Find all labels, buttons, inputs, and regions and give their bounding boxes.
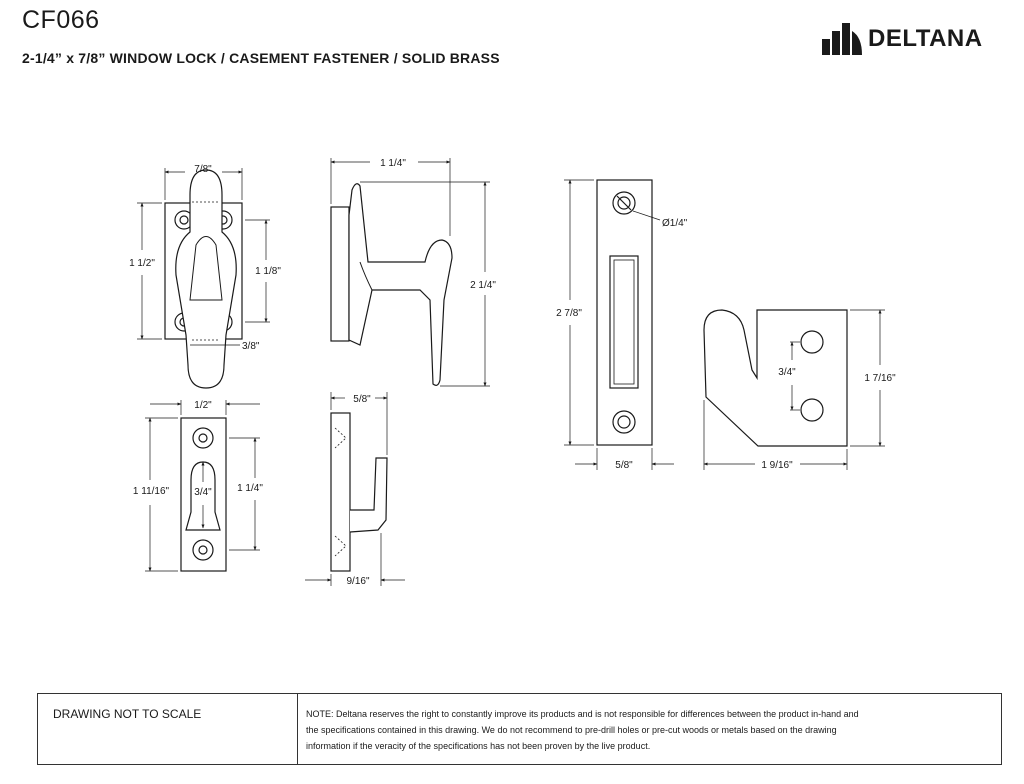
lock-side-view: [330, 183, 453, 386]
dim-front-width: 7/8": [194, 164, 212, 175]
dim-front-offset: 3/8": [242, 341, 260, 352]
keeper-slot: [185, 461, 221, 531]
dim-keeper-side-top: 5/8": [353, 394, 371, 405]
disclaimer-line: information if the veracity of the speci…: [306, 741, 651, 751]
dim-strike-hole: Ø1/4": [662, 218, 688, 229]
disclaimer-line: the specifications contained in this dra…: [306, 725, 837, 735]
lock-side-plate: [330, 206, 350, 342]
brand-logo: DELTANA: [822, 22, 983, 56]
hook-keeper-body: [703, 309, 848, 447]
strike-screw-hole: [612, 191, 636, 215]
scale-note: DRAWING NOT TO SCALE: [38, 694, 298, 764]
dim-side-length: 2 1/4": [470, 280, 496, 291]
disclaimer-line: NOTE: Deltana reserves the right to cons…: [306, 709, 859, 719]
lock-side-arm: [348, 183, 453, 386]
keeper-front-view: [180, 417, 227, 572]
deltana-logo-icon: [822, 23, 862, 55]
lock-front-view: [164, 169, 243, 389]
dim-hook-width: 1 9/16": [761, 460, 793, 471]
strike-screw-hole: [612, 410, 636, 434]
lock-lever: [175, 169, 237, 389]
dim-side-depth: 1 1/4": [380, 158, 406, 169]
hook-screw-hole: [800, 330, 824, 354]
disclaimer: NOTE: Deltana reserves the right to cons…: [298, 694, 1001, 764]
dim-front-height: 1 1/2": [129, 258, 155, 269]
hook-keeper-view: [703, 309, 848, 447]
hook-keeper-dimensions: [703, 309, 885, 470]
dim-hook-height: 1 7/16": [864, 373, 896, 384]
dim-keeper-width: 1/2": [194, 400, 212, 411]
keeper-side-plate: [330, 412, 351, 572]
strike-plate: [596, 179, 653, 446]
keeper-front-dimensions: [145, 400, 260, 572]
strike-plate-dimensions: [564, 179, 674, 470]
brand-name: DELTANA: [868, 25, 983, 52]
lock-front-dimensions: [137, 168, 270, 346]
dim-strike-height: 2 7/8": [556, 308, 582, 319]
product-description: 2-1/4” x 7/8” WINDOW LOCK / CASEMENT FAS…: [22, 50, 500, 66]
dim-keeper-hole-spacing: 1 1/4": [237, 483, 263, 494]
dim-front-hole-spacing: 1 1/8": [255, 266, 281, 277]
hook-screw-hole: [800, 398, 824, 422]
dim-keeper-side-bottom: 9/16": [346, 576, 369, 587]
product-code: CF066: [22, 6, 100, 34]
keeper-side-hook: [349, 457, 388, 533]
keeper-side-view: [330, 412, 388, 572]
strike-slot: [609, 255, 639, 389]
keeper-plate: [180, 417, 227, 572]
footer-notes: DRAWING NOT TO SCALE NOTE: Deltana reser…: [37, 693, 1002, 765]
keeper-screw-hole: [192, 539, 214, 561]
strike-plate-view: [596, 179, 653, 446]
keeper-screw-hole: [192, 427, 214, 449]
dim-keeper-height: 1 11/16": [133, 486, 170, 497]
keeper-side-dimensions: [305, 392, 405, 586]
lock-side-dimensions: [330, 158, 490, 387]
dim-strike-width: 5/8": [615, 460, 633, 471]
dim-hook-hole-spacing: 3/4": [778, 367, 796, 378]
dim-keeper-slot: 3/4": [194, 487, 212, 498]
